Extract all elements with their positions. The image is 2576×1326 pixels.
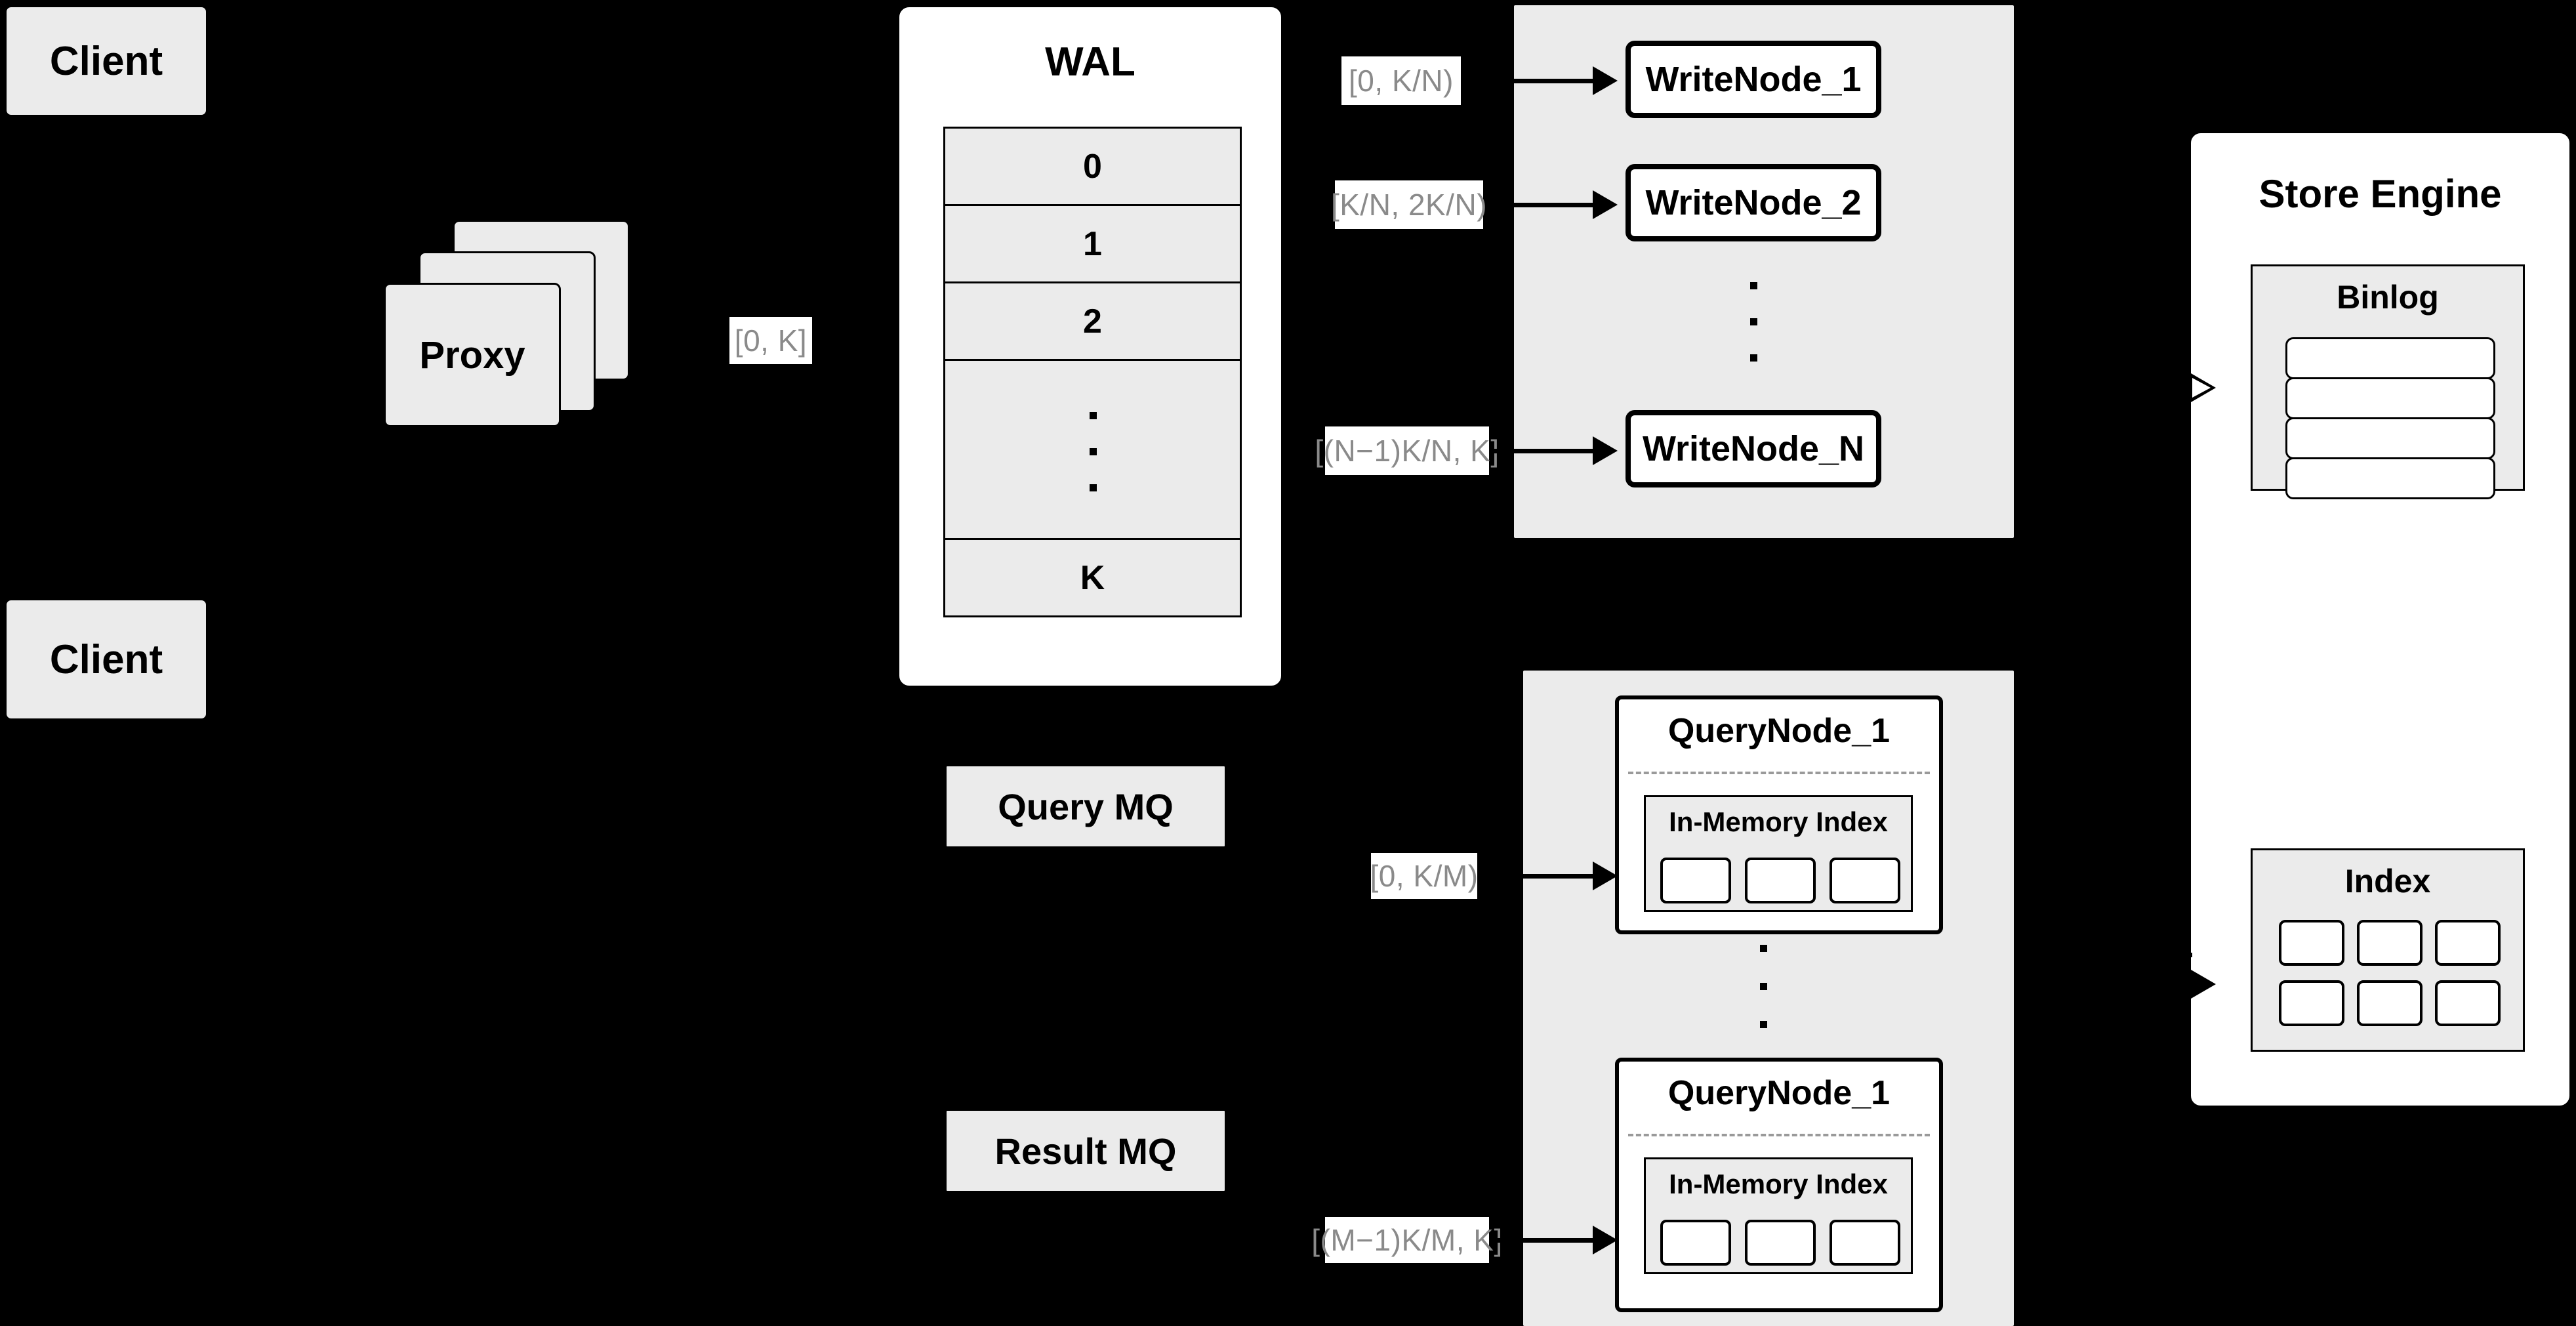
binlog-arrow-head-inner: [2192, 378, 2211, 398]
index-panel: Index: [2251, 848, 2525, 1052]
write-node-ellipsis: [1750, 282, 1758, 446]
write-arrow-head-2: [1593, 190, 1618, 219]
result-mq-node[interactable]: Result MQ: [945, 1109, 1227, 1193]
proxy-range-label: [0, K]: [729, 317, 812, 364]
ellipsis-dot: [1089, 484, 1097, 491]
client-node-2-label: Client: [49, 636, 163, 682]
ellipsis-dot: [1750, 354, 1757, 362]
index-title: Index: [2344, 863, 2431, 900]
ellipsis-dot: [1760, 945, 1767, 952]
index-arrow-head-inner: [2192, 945, 2211, 965]
proxy-stack-card-front[interactable]: Proxy: [384, 283, 561, 427]
query-node-1-separator: [1628, 772, 1930, 774]
binlog-row-list: [2285, 337, 2495, 499]
in-memory-index-2-chips: [1660, 1220, 1900, 1266]
binlog-row[interactable]: [2285, 417, 2495, 459]
wal-row-label: 0: [1083, 147, 1102, 186]
query-node-2[interactable]: QueryNode_1 In-Memory Index: [1615, 1058, 1943, 1312]
binlog-panel: Binlog: [2251, 264, 2525, 499]
index-chip[interactable]: [2435, 920, 2501, 966]
result-mq-label: Result MQ: [994, 1130, 1177, 1172]
query-node-2-separator: [1628, 1134, 1930, 1136]
proxy-stack[interactable]: Proxy: [384, 220, 672, 430]
wal-row-label: 1: [1083, 224, 1102, 263]
write-node-3-label: WriteNode_N: [1642, 429, 1865, 468]
query-node-1-label: QueryNode_1: [1667, 712, 1891, 750]
query-mq-label: Query MQ: [998, 785, 1174, 827]
query-arrow-line-2: [1492, 1238, 1602, 1243]
proxy-label: Proxy: [419, 333, 525, 377]
index-chip[interactable]: [2279, 920, 2344, 966]
in-memory-index-2-title: In-Memory Index: [1669, 1169, 1888, 1199]
wal-row-label: 2: [1083, 302, 1102, 341]
query-arrow-head-1: [1593, 861, 1618, 890]
query-mq-node[interactable]: Query MQ: [945, 764, 1227, 848]
client-node-1[interactable]: Client: [5, 5, 208, 117]
index-chip[interactable]: [2357, 920, 2423, 966]
binlog-row[interactable]: [2285, 377, 2495, 419]
wal-panel: WAL 0 1 2 K: [897, 5, 1283, 688]
index-chip[interactable]: [1745, 858, 1816, 903]
write-range-label-2: [K/N, 2K/N): [1331, 180, 1487, 229]
write-node-2[interactable]: WriteNode_2: [1625, 164, 1881, 241]
query-arrow-line-1: [1480, 874, 1602, 879]
index-arrow-line: [2154, 953, 2200, 957]
write-node-3[interactable]: WriteNode_N: [1625, 410, 1881, 487]
in-memory-index-1: In-Memory Index: [1644, 795, 1913, 912]
wal-row-ellipsis: [943, 359, 1242, 540]
query-range-label-2: [(M−1)K/M, K]: [1311, 1217, 1502, 1263]
query-node-1[interactable]: QueryNode_1 In-Memory Index: [1615, 695, 1943, 934]
client-node-1-label: Client: [49, 38, 163, 84]
index-chip-grid: [2279, 920, 2501, 1031]
store-engine-panel: Store Engine Binlog Index: [2189, 131, 2571, 1108]
write-range-label-3: [(N−1)K/N, K]: [1315, 426, 1499, 475]
wal-row-list: 0 1 2 K: [943, 127, 1242, 617]
wal-row[interactable]: K: [943, 538, 1242, 617]
write-arrow-line-2: [1486, 203, 1603, 207]
in-memory-index-1-chips: [1660, 858, 1900, 903]
query-arrow-head-2: [1593, 1226, 1618, 1254]
binlog-row[interactable]: [2285, 337, 2495, 379]
index-chip[interactable]: [2435, 980, 2501, 1026]
wal-row[interactable]: 0: [943, 127, 1242, 206]
client-node-2[interactable]: Client: [5, 598, 208, 720]
index-chip[interactable]: [2357, 980, 2423, 1026]
write-range-label-1: [0, K/N): [1341, 56, 1461, 105]
index-chip[interactable]: [1830, 1220, 1900, 1266]
ellipsis-dot: [1089, 412, 1097, 419]
write-node-2-label: WriteNode_2: [1645, 183, 1862, 222]
write-arrow-line-3: [1492, 449, 1603, 453]
index-chip[interactable]: [1660, 1220, 1731, 1266]
index-arrow-head: [2188, 970, 2216, 999]
wal-row[interactable]: 2: [943, 281, 1242, 361]
wal-title: WAL: [1045, 39, 1135, 85]
binlog-row[interactable]: [2285, 457, 2495, 499]
ellipsis-dot: [1760, 983, 1767, 990]
index-chip[interactable]: [1830, 858, 1900, 903]
ellipsis-dot: [1750, 282, 1757, 289]
write-node-1-label: WriteNode_1: [1645, 60, 1862, 99]
write-arrow-line-1: [1464, 79, 1602, 83]
index-chip[interactable]: [2279, 980, 2344, 1026]
query-range-label-1: [0, K/M): [1370, 853, 1478, 899]
in-memory-index-2: In-Memory Index: [1644, 1157, 1913, 1274]
wal-row[interactable]: 1: [943, 204, 1242, 283]
write-arrow-head-3: [1593, 436, 1618, 465]
wal-row-label: K: [1080, 558, 1105, 597]
write-node-1[interactable]: WriteNode_1: [1625, 41, 1881, 118]
binlog-title: Binlog: [2337, 279, 2439, 316]
query-node-ellipsis: [1760, 945, 1768, 1063]
index-chip[interactable]: [1660, 858, 1731, 903]
index-chip[interactable]: [1745, 1220, 1816, 1266]
query-node-2-label: QueryNode_1: [1667, 1074, 1891, 1112]
ellipsis-dot: [1089, 448, 1097, 455]
binlog-arrow-line: [2154, 385, 2200, 390]
ellipsis-dot: [1750, 318, 1757, 325]
store-engine-title: Store Engine: [2259, 172, 2502, 216]
in-memory-index-1-title: In-Memory Index: [1669, 806, 1888, 837]
write-arrow-head-1: [1593, 66, 1618, 95]
ellipsis-dot: [1760, 1021, 1767, 1028]
